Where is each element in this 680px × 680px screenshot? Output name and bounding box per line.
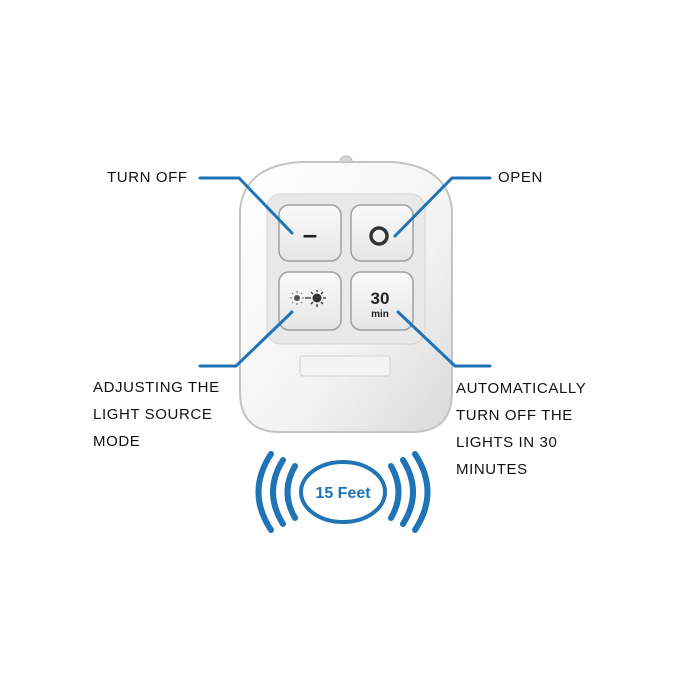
callout-line-auto-off <box>396 310 492 368</box>
auto-off-label-line: TURN OFF THE <box>456 407 573 424</box>
open-button[interactable] <box>350 204 414 262</box>
range-label: 15 Feet <box>315 485 371 502</box>
remote-control <box>239 155 453 433</box>
battery-slot <box>299 355 391 377</box>
adjust-label-line: LIGHT SOURCE <box>93 406 213 423</box>
callout-lines <box>198 176 492 368</box>
adjust-label: ADJUSTING THE LIGHT SOURCE MODE <box>93 374 220 455</box>
wireless-signal-icon: 15 Feet <box>255 451 431 533</box>
auto-off-label-line: MINUTES <box>456 461 528 478</box>
auto-off-label-line: AUTOMATICALLY <box>456 380 587 397</box>
turn-off-label: TURN OFF <box>107 169 188 186</box>
timer-unit: min <box>371 309 389 320</box>
callout-line-adjust <box>198 310 294 368</box>
circle-icon <box>369 226 389 246</box>
auto-off-label: AUTOMATICALLY TURN OFF THE LIGHTS IN 30 … <box>456 375 586 483</box>
adjust-label-line: MODE <box>93 433 141 450</box>
timer-value: 30 <box>371 289 390 308</box>
open-label: OPEN <box>498 169 543 186</box>
timer-button[interactable]: 30 min <box>350 271 414 331</box>
minus-icon: – <box>303 219 317 249</box>
turn-off-button[interactable]: – <box>278 204 342 262</box>
light-mode-icon <box>290 290 326 307</box>
auto-off-label-line: LIGHTS IN 30 <box>456 434 558 451</box>
callout-line-turn-off <box>198 176 294 235</box>
light-mode-button[interactable] <box>278 271 342 331</box>
adjust-label-line: ADJUSTING THE <box>93 379 220 396</box>
callout-line-open <box>393 176 492 238</box>
